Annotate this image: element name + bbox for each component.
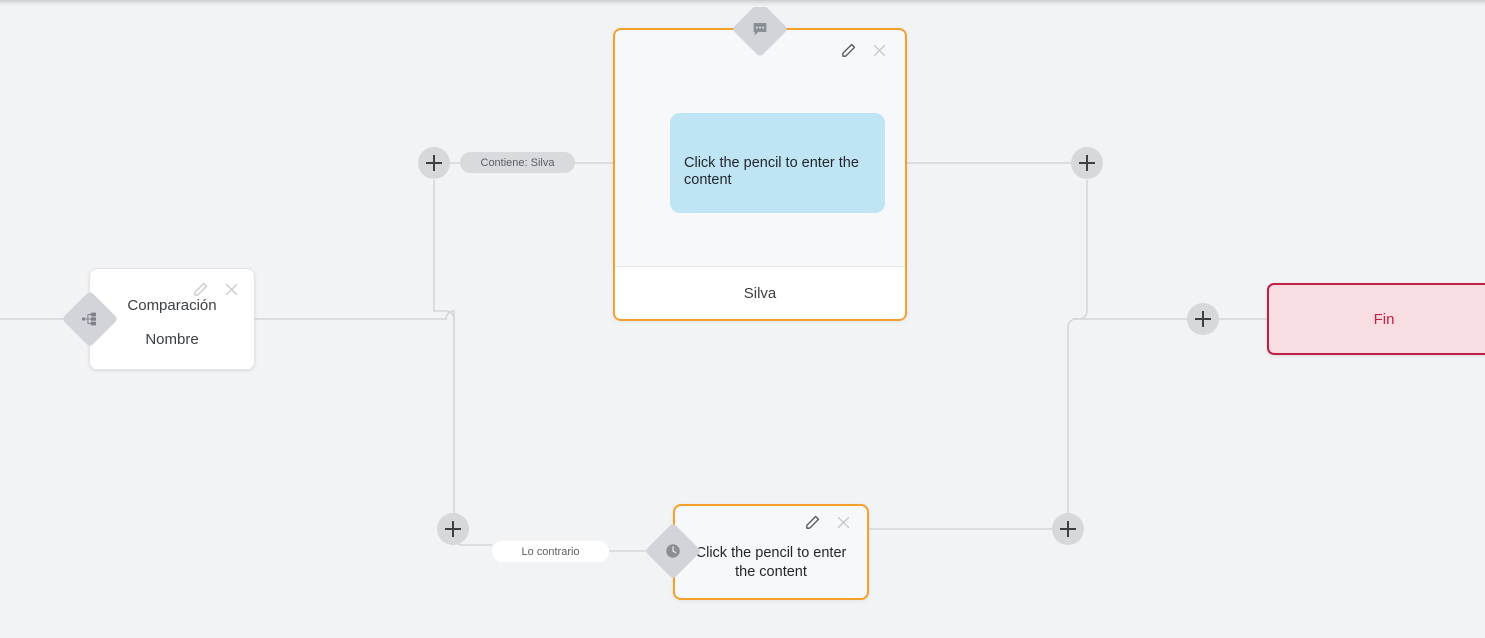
comparison-node-tools [192,281,240,298]
message-node-false-tools [804,514,852,531]
add-step-button-true-branch-right[interactable] [1071,147,1103,179]
add-step-button-false-branch-right[interactable] [1052,513,1084,545]
chat-bubble-icon [740,9,780,49]
end-node[interactable]: Fin [1267,283,1485,355]
message-node-false[interactable]: Click the pencil to enter the content [673,504,869,600]
message-node-false-body: Click the pencil to enter the content [695,545,847,580]
clock-icon [653,531,693,571]
message-node-true[interactable]: Click the pencil to enter the content Si… [613,28,907,321]
message-bubble-true: Click the pencil to enter the content [670,113,885,213]
add-step-button-before-end[interactable] [1187,303,1219,335]
message-node-true-footer: Silva [615,266,905,319]
close-icon[interactable] [835,514,852,531]
comparison-node-title: Comparación [127,297,217,314]
comparison-node-subtitle: Nombre [145,331,199,348]
message-node-false-badge [644,522,702,580]
message-node-true-badge [731,0,789,58]
close-icon[interactable] [871,42,888,59]
end-node-label: Fin [1373,310,1395,328]
branch-icon [70,299,110,339]
edge-label-true: Contiene: Silva [460,152,575,173]
add-step-button-true-branch-left[interactable] [418,147,450,179]
pencil-icon[interactable] [840,42,857,59]
edge-label-false: Lo contrario [492,541,609,562]
pencil-icon[interactable] [192,281,209,298]
pencil-icon[interactable] [804,514,821,531]
message-node-true-tools [840,42,888,59]
close-icon[interactable] [223,281,240,298]
comparison-node-badge [61,290,119,348]
add-step-button-false-branch-left[interactable] [437,513,469,545]
